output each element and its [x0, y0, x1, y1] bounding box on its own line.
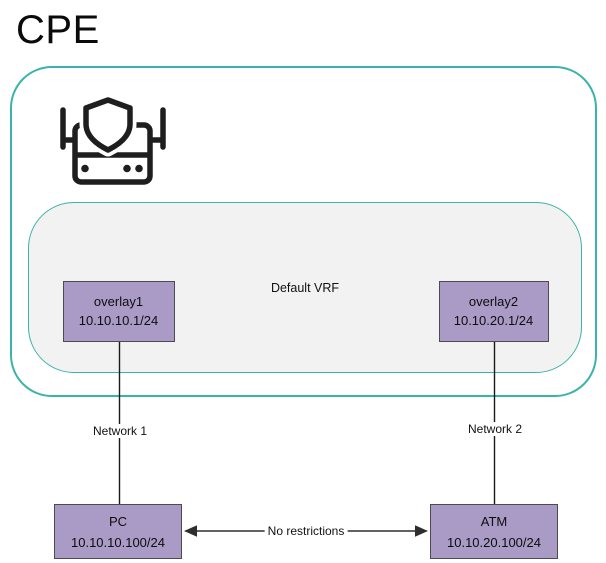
firewall-router-icon: [60, 94, 166, 185]
node-overlay1: overlay1 10.10.10.1/24: [62, 280, 175, 342]
node-pc-ip: 10.10.10.100/24: [71, 534, 165, 550]
node-overlay2-ip: 10.10.20.1/24: [453, 313, 534, 328]
page-title: CPE: [16, 8, 100, 52]
node-overlay2-name: overlay2: [468, 294, 519, 309]
default-vrf-container: Default VRF overlay1 10.10.10.1/24 overl…: [28, 202, 582, 373]
cpe-container: Default VRF overlay1 10.10.10.1/24 overl…: [10, 66, 597, 397]
edge-label-network1: Network 1: [89, 424, 151, 438]
edge-label-no-restrictions: No restrictions: [264, 524, 348, 538]
node-pc-name: PC: [108, 513, 128, 529]
default-vrf-label: Default VRF: [270, 281, 340, 295]
node-overlay2: overlay2 10.10.20.1/24: [438, 280, 549, 342]
node-overlay1-ip: 10.10.10.1/24: [78, 313, 159, 328]
node-pc: PC 10.10.10.100/24: [54, 504, 182, 559]
edge-label-network2: Network 2: [464, 422, 526, 436]
node-atm: ATM 10.10.20.100/24: [430, 504, 558, 559]
node-atm-name: ATM: [480, 513, 508, 529]
node-atm-ip: 10.10.20.100/24: [447, 534, 541, 550]
node-overlay1-name: overlay1: [93, 294, 144, 309]
